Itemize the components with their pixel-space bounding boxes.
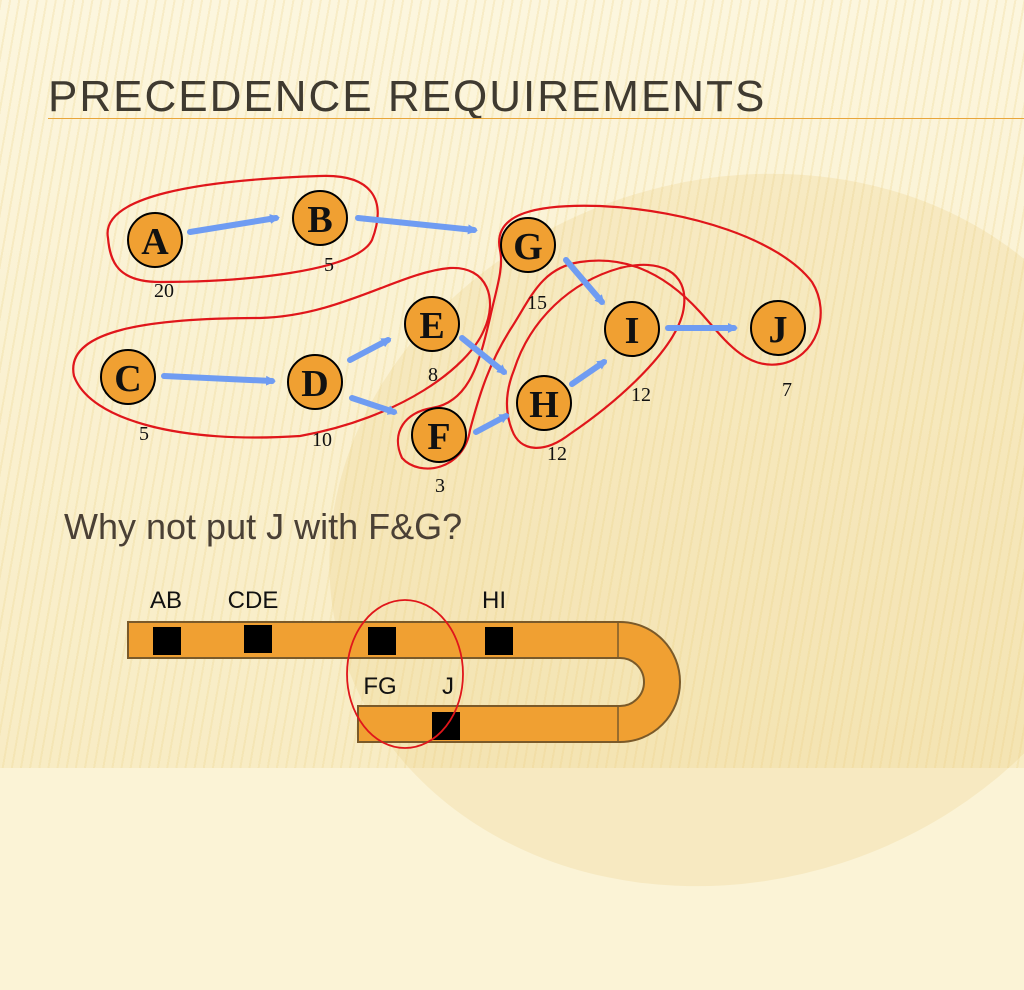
station-fg — [368, 627, 396, 655]
conveyor-belt — [127, 621, 681, 743]
precedence-network-diagram: A 20 B 5 C 5 D 10 E 8 F 3 G 15 H 12 I 12 — [72, 174, 822, 749]
node-j-label: J — [769, 309, 788, 351]
node-c: C 5 — [100, 349, 156, 445]
node-h-duration: 12 — [547, 443, 567, 465]
title-underline — [48, 118, 1024, 119]
station-ab-label: AB — [150, 587, 182, 614]
node-b: B 5 — [292, 190, 348, 276]
station-fg-label: FG — [363, 673, 396, 700]
assembly-line: AB CDE HI FG J — [127, 587, 681, 749]
fg-j-highlight-ellipse — [346, 599, 464, 749]
node-f: F 3 — [411, 407, 467, 497]
dependency-arrows — [161, 214, 738, 435]
node-h-label: H — [529, 384, 559, 426]
node-a-label: A — [141, 221, 169, 263]
arrow-f-h — [473, 413, 510, 435]
station-cde — [244, 625, 272, 653]
node-i: I 12 — [604, 301, 660, 406]
node-d-duration: 10 — [312, 429, 332, 451]
node-g-duration: 15 — [527, 292, 547, 314]
node-e-label: E — [419, 305, 444, 347]
node-g-label: G — [513, 226, 543, 268]
node-f-duration: 3 — [435, 475, 445, 497]
node-g: G 15 — [500, 217, 556, 314]
arrow-a-b — [187, 214, 280, 235]
arrow-b-g — [355, 215, 478, 235]
node-b-duration: 5 — [324, 254, 334, 276]
node-j: J 7 — [750, 300, 806, 401]
node-a-duration: 20 — [154, 280, 174, 302]
arrow-e-h — [459, 335, 508, 375]
arrow-h-i — [569, 359, 608, 387]
node-e-duration: 8 — [428, 364, 438, 386]
arrow-g-i — [563, 257, 605, 306]
node-i-duration: 12 — [631, 384, 651, 406]
node-d: D 10 — [287, 354, 343, 451]
arrow-d-f — [349, 395, 398, 415]
node-d-label: D — [301, 363, 328, 405]
station-ab — [153, 627, 181, 655]
node-i-label: I — [625, 310, 640, 352]
station-cde-label: CDE — [228, 587, 279, 614]
arrow-c-d — [161, 373, 276, 386]
node-e: E 8 — [404, 296, 460, 386]
station-j-label: J — [442, 673, 454, 700]
group-outline-cde — [72, 266, 492, 439]
node-a: A 20 — [127, 212, 183, 302]
station-hi — [485, 627, 513, 655]
node-j-duration: 7 — [782, 379, 792, 401]
question-text: Why not put J with F&G? — [64, 506, 463, 547]
node-f-label: F — [427, 416, 450, 458]
station-hi-label: HI — [482, 587, 506, 614]
node-c-duration: 5 — [139, 423, 149, 445]
node-h: H 12 — [516, 375, 572, 465]
slide-title: Precedence Requirements — [48, 72, 767, 121]
group-outline-ab — [106, 174, 379, 284]
arrow-d-e — [347, 337, 392, 363]
node-b-label: B — [307, 199, 332, 241]
node-c-label: C — [114, 358, 141, 400]
